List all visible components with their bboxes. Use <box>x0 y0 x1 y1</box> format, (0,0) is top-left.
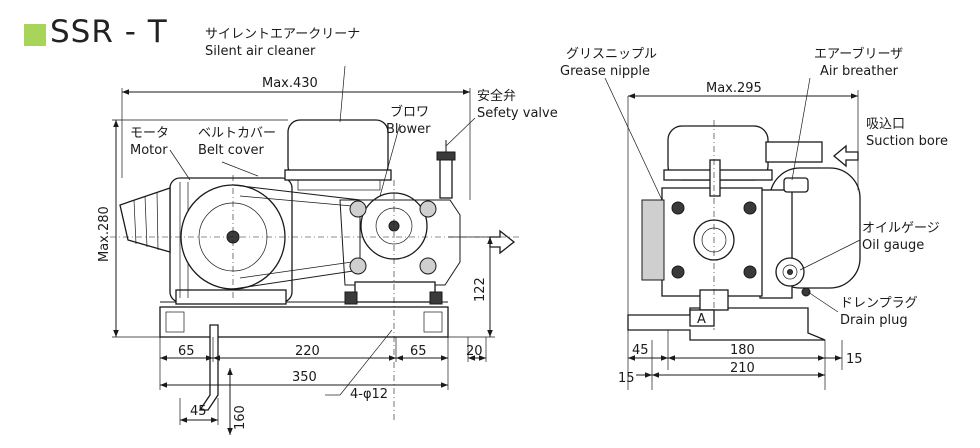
side-view <box>604 77 861 390</box>
dim-350: 350 <box>292 370 317 385</box>
front-blower-casing <box>339 199 461 305</box>
front-view <box>110 65 520 435</box>
dim-122: 122 <box>473 277 488 302</box>
front-silent-air-cleaner <box>284 119 392 191</box>
front-base-slot-right <box>423 311 443 333</box>
front-base-slot-left <box>165 311 185 333</box>
label-grease-en: Grease nipple <box>560 64 650 79</box>
label-oil-en: Oil gauge <box>862 238 924 253</box>
label-breather-en: Air breather <box>820 64 899 79</box>
dim-side-45: 45 <box>632 343 649 358</box>
suction-pipe <box>765 141 823 163</box>
label-silencer-jp: サイレントエアークリーナ <box>205 27 360 42</box>
drain-plug <box>801 287 811 297</box>
dim-side-max-width: Max.295 <box>706 81 762 96</box>
label-blower-jp: ブロワ <box>390 104 429 120</box>
label-safety-jp: 安全弁 <box>477 88 516 104</box>
dim-side-210: 210 <box>730 361 755 376</box>
discharge-arrow-icon <box>489 229 516 255</box>
label-silencer-en: Silent air cleaner <box>205 44 316 59</box>
suction-arrow-icon <box>832 144 859 168</box>
dim-front-max-width: Max.430 <box>262 76 318 91</box>
label-blower-en: Blower <box>386 122 431 137</box>
dim-20: 20 <box>466 344 483 359</box>
label-safety-en: Sefety valve <box>477 106 558 121</box>
dim-65-left: 65 <box>178 344 195 359</box>
dim-160: 160 <box>233 405 248 430</box>
dim-220: 220 <box>295 344 320 359</box>
grease-nipple-stem <box>709 159 721 197</box>
label-beltcover-en: Belt cover <box>198 143 265 158</box>
dim-front-max-height: Max.280 <box>97 206 112 262</box>
label-motor-jp: モータ <box>130 126 169 141</box>
label-drain-en: Drain plug <box>840 313 908 328</box>
motor-feet <box>175 289 287 305</box>
front-safety-valve <box>436 140 456 199</box>
dim-side-15-right: 15 <box>846 352 863 367</box>
label-suction-en: Suction bore <box>866 134 948 149</box>
label-breather-jp: エアーブリーザ <box>814 46 903 62</box>
page-title: SSR - T <box>50 14 168 50</box>
dim-side-180: 180 <box>730 343 755 358</box>
label-suction-jp: 吸込口 <box>866 117 905 132</box>
label-beltcover-jp: ベルトカバー <box>198 126 276 141</box>
side-base-frame <box>627 307 826 341</box>
dim-45-foot: 45 <box>190 404 207 419</box>
label-motor-en: Motor <box>130 143 168 158</box>
front-anchor-foot <box>198 324 219 411</box>
dim-side-15-left: 15 <box>618 371 635 386</box>
front-base-frame <box>159 306 449 338</box>
label-view-a: A <box>697 312 706 327</box>
dim-65-right: 65 <box>410 344 427 359</box>
label-drain-jp: ドレンプラグ <box>840 296 918 311</box>
title-marker <box>24 24 46 46</box>
label-oil-jp: オイルゲージ <box>862 221 940 236</box>
air-breather <box>783 177 809 193</box>
dim-hole: 4-φ12 <box>350 387 388 402</box>
label-grease-jp: グリスニップル <box>566 47 657 62</box>
